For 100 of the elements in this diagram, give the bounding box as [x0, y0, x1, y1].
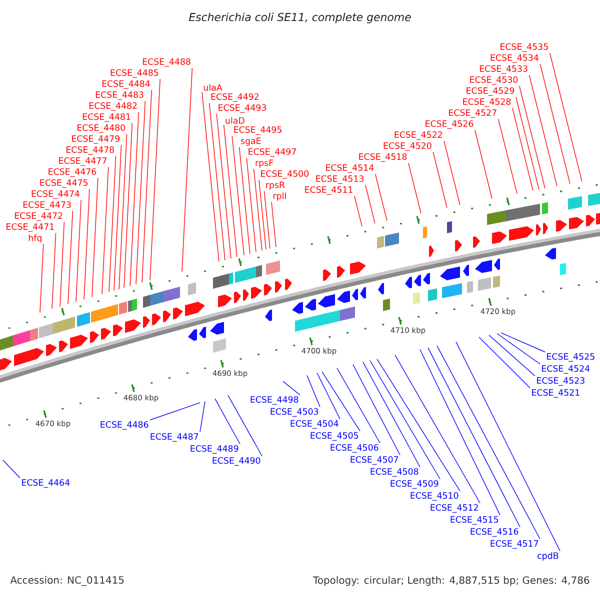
leader-line — [374, 174, 388, 222]
gene-label: ECSE_4498 — [250, 396, 298, 405]
gene-label: ECSE_4511 — [305, 186, 352, 195]
gene-label: ECSE_4490 — [212, 457, 260, 466]
gene-label: ECSE_4493 — [218, 104, 266, 113]
leader-line — [516, 96, 540, 190]
leader-line — [136, 100, 146, 285]
leader-line — [370, 360, 440, 480]
leader-line — [354, 196, 362, 227]
leader-line — [76, 200, 82, 302]
leader-line — [2, 460, 20, 478]
leader-line — [512, 108, 534, 191]
leader-line — [264, 190, 270, 249]
leader-line — [214, 398, 240, 444]
gene-label: ECSE_4483 — [96, 91, 144, 100]
gene-label: ulaA — [204, 84, 222, 91]
gene-label: ECSE_4504 — [290, 420, 338, 429]
leader-line — [316, 372, 340, 420]
gene-label: ECSE_4508 — [370, 468, 418, 477]
gene-label: ECSE_4486 — [100, 421, 148, 430]
leader-line — [216, 114, 232, 259]
leader-line — [208, 102, 226, 260]
leader-line — [428, 347, 520, 528]
leader-line — [182, 68, 193, 272]
gene-label: ECSE_4471 — [6, 223, 54, 232]
leader-line — [200, 400, 206, 432]
leader-line — [271, 202, 276, 248]
leader-line — [519, 86, 546, 189]
gene-label: ECSE_4500 — [261, 170, 309, 179]
leader-line — [253, 168, 262, 251]
gene-label: ECSE_4480 — [78, 124, 126, 133]
gene-label: ECSE_4533 — [480, 65, 528, 74]
gene-label: ECSE_4530 — [470, 76, 518, 85]
gene-label: ECSE_4474 — [32, 190, 80, 199]
leader-line — [202, 92, 220, 262]
leader-line — [60, 222, 65, 307]
leader-line — [150, 78, 160, 281]
leader-line — [232, 136, 244, 256]
gene-label: ECSE_4473 — [23, 201, 71, 210]
gene-label: hfq — [28, 234, 42, 243]
leader-line — [500, 332, 546, 352]
leader-line — [528, 74, 558, 186]
gene-label: ECSE_4527 — [449, 109, 496, 118]
gene-label: ECSE_4515 — [450, 516, 498, 525]
gene-label: ECSE_4528 — [463, 98, 511, 107]
gene-label: ECSE_4512 — [430, 504, 478, 513]
gene-label: ECSE_4524 — [542, 365, 590, 374]
gene-label: ECSE_4464 — [22, 479, 70, 488]
gene-label: ECSE_4503 — [270, 408, 318, 417]
leader-line — [496, 333, 540, 364]
gene-label: ECSE_4485 — [110, 69, 158, 78]
leader-line — [362, 362, 420, 468]
gene-label: sgaE — [240, 138, 261, 146]
gene-label: ECSE_4477 — [59, 157, 106, 166]
leader-line — [124, 122, 133, 288]
leader-line — [114, 144, 122, 291]
leader-line — [365, 184, 376, 224]
gene-label: ECSE_4506 — [330, 444, 378, 453]
gene-label: ECSE_4513 — [316, 175, 364, 184]
leader-line — [540, 64, 570, 184]
leader-line — [84, 188, 90, 300]
gene-label: ulaD — [226, 117, 244, 124]
gene-label: ECSE_4525 — [547, 353, 594, 362]
leader-line — [223, 124, 238, 258]
leader-line — [420, 349, 500, 516]
gene-label: ECSE_4489 — [190, 445, 238, 454]
leader-line — [118, 134, 128, 290]
gene-label: ECSE_4497 — [248, 148, 296, 157]
leader-line — [92, 178, 98, 298]
leader-line — [150, 402, 200, 420]
gene-label: ECSE_4495 — [234, 126, 282, 135]
leader-line — [228, 394, 262, 456]
footer-text: Accession: NC_011415 — [10, 576, 124, 586]
leader-line — [108, 156, 116, 292]
gene-label: ECSE_4509 — [390, 480, 438, 489]
gene-label: ECSE_4517 — [490, 540, 538, 549]
leader-line — [258, 180, 266, 250]
gene-label: ECSE_4526 — [426, 120, 474, 129]
leader-line — [336, 368, 380, 444]
gene-label: ECSE_4516 — [470, 528, 518, 537]
gene-label: ECSE_4523 — [537, 377, 584, 386]
leader-line — [474, 130, 492, 199]
gene-label: cpdB — [538, 552, 558, 561]
gene-label: ECSE_4521 — [532, 389, 580, 398]
gene-label: rpsR — [266, 182, 285, 190]
leader-line — [488, 334, 536, 376]
leader-line — [444, 140, 460, 206]
gene-label: ECSE_4481 — [82, 113, 130, 122]
gene-label: ECSE_4529 — [466, 87, 514, 96]
leader-line — [40, 244, 44, 313]
gene-label: ECSE_4484 — [102, 80, 150, 89]
gene-label: ECSE_4482 — [89, 102, 137, 111]
leader-line — [306, 375, 320, 408]
gene-label: ECSE_4492 — [211, 93, 259, 102]
leader-line — [376, 358, 460, 492]
gene-label: ECSE_4522 — [394, 131, 442, 140]
gene-label: ECSE_4514 — [326, 164, 374, 173]
gene-label: ECSE_4487 — [150, 433, 198, 442]
leader-line — [68, 210, 74, 304]
leader-line — [408, 162, 422, 214]
